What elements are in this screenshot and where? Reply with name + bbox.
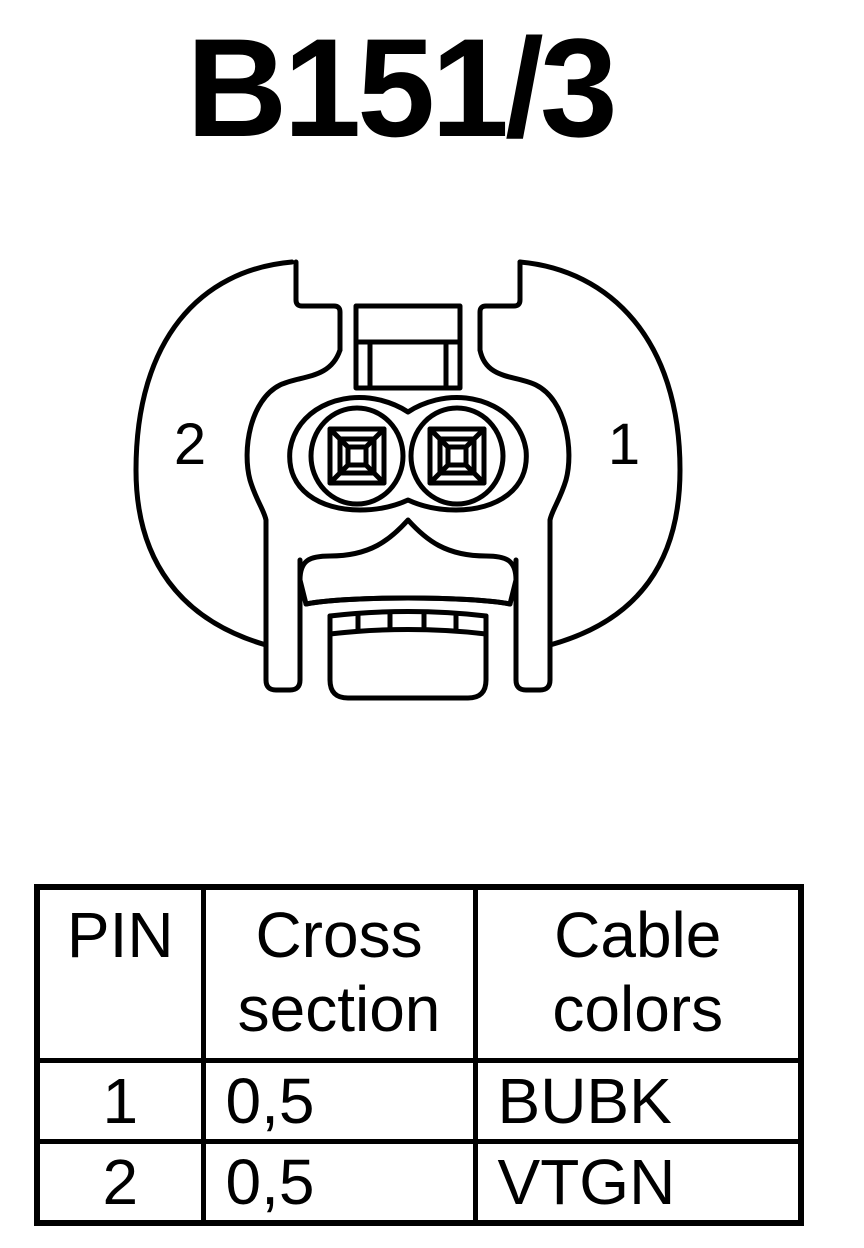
inner-body xyxy=(244,347,572,693)
table-row: 2 0,5 VTGN xyxy=(34,1139,804,1226)
header-cross-section: Cross section xyxy=(200,884,478,1063)
cell-cable-color: BUBK xyxy=(472,1058,804,1144)
latch-window xyxy=(353,303,463,391)
bottom-latch xyxy=(327,613,489,701)
top-tab xyxy=(293,259,523,353)
pin-2-cavity xyxy=(308,405,406,507)
pin-1-label: 1 xyxy=(608,412,640,477)
header-pin: PIN xyxy=(34,884,206,1063)
cell-cross-section: 0,5 xyxy=(200,1139,478,1226)
table-header-row: PIN Cross section Cable colors xyxy=(34,884,804,1063)
cell-cable-color: VTGN xyxy=(472,1139,804,1226)
connector-diagram: 2 1 xyxy=(133,259,683,701)
housing-outline xyxy=(133,259,683,648)
connector-title: B151/3 xyxy=(186,9,617,166)
header-cable-colors: Cable colors xyxy=(472,884,804,1063)
cell-cross-section: 0,5 xyxy=(200,1058,478,1144)
pin-1-cavity xyxy=(408,405,506,507)
cell-pin: 1 xyxy=(34,1058,206,1144)
table-row: 1 0,5 BUBK xyxy=(34,1058,804,1144)
pin-2-label: 2 xyxy=(174,412,206,477)
cell-pin: 2 xyxy=(34,1139,206,1226)
bottom-key xyxy=(297,517,519,607)
cavity-surround xyxy=(287,394,529,513)
pin-assignment-table: PIN Cross section Cable colors 1 0,5 BUB… xyxy=(34,884,804,1226)
